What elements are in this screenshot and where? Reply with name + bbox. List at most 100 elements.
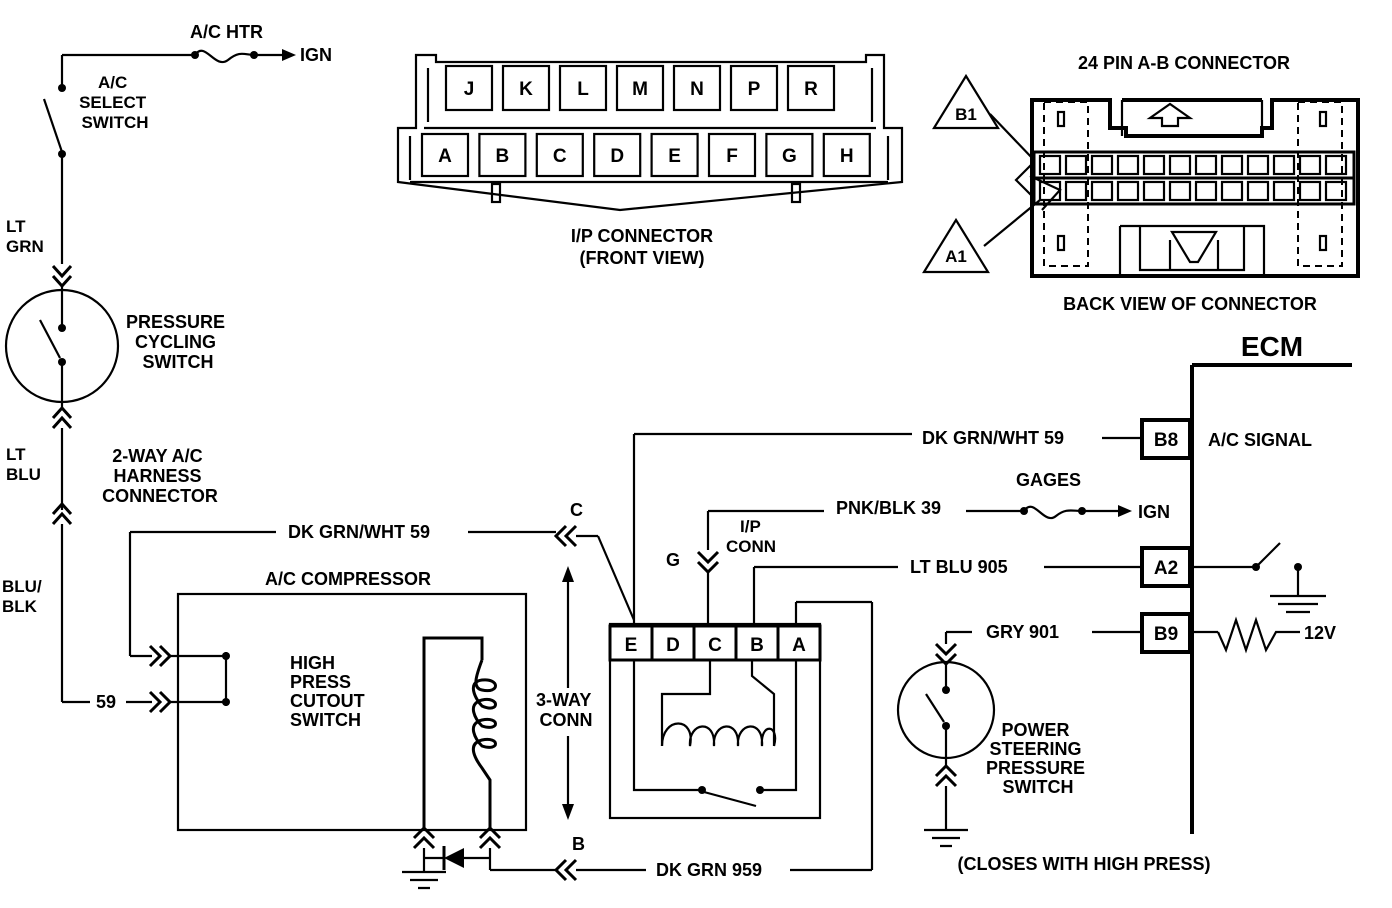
connector-chevron-icon	[478, 825, 502, 850]
ecm-a-c-signal-label: A/C SIGNAL	[1208, 430, 1312, 450]
ign-label-top: IGN	[300, 45, 332, 65]
three-way-connector: C 3-WAY CONN B DK GRN 959	[468, 500, 874, 882]
resistor-icon	[1216, 616, 1300, 654]
ip-pin-label: F	[726, 146, 738, 167]
ip-pin-c	[535, 132, 584, 178]
pressure-switch-contact-icon	[39, 319, 61, 359]
down-arrow-icon	[562, 804, 574, 820]
ac-compressor: A/C COMPRESSOR DK GRN/WHT 59 HIGH PRESS …	[128, 522, 556, 890]
ip-pin-b	[478, 132, 527, 178]
ab-pin-cell	[1168, 180, 1192, 202]
ab-pin-cell	[1142, 154, 1166, 176]
relay-pin-label: A	[792, 635, 806, 656]
ip-pin-k	[501, 64, 551, 112]
ip-pin-m	[615, 64, 665, 112]
wire-label-59: 59	[96, 692, 116, 712]
ground-icon	[402, 870, 446, 890]
ac-select-circuit: A/C HTR IGN A/C SELECT SWITCH LT GRN	[6, 22, 332, 264]
ab-pin-cell	[1090, 180, 1114, 202]
ign-label-gages: IGN	[1138, 502, 1170, 522]
ab-pin-cell	[1116, 154, 1140, 176]
ip-pin-r	[786, 64, 836, 112]
ip-pin-p	[729, 64, 779, 112]
wire-label-pnk-blk-39: PNK/BLK 39	[836, 498, 941, 518]
ab-pin-cell	[1064, 180, 1088, 202]
ab-pin-cell	[1298, 154, 1322, 176]
wire-label-blu-blk: BLU/ BLK	[2, 577, 46, 616]
wire-label-lt-grn: LT GRN	[6, 217, 44, 256]
ab-pin-cell	[1220, 154, 1244, 176]
up-arrow-icon	[1146, 102, 1194, 128]
wire-label-lt-blu: LT BLU	[6, 445, 41, 484]
ip-pin-label: D	[610, 146, 624, 167]
ab-pin-cell	[1194, 180, 1218, 202]
relay-pin-label: C	[708, 635, 722, 656]
compressor-wire-top-label: DK GRN/WHT 59	[288, 522, 430, 542]
ab-connector-caption: BACK VIEW OF CONNECTOR	[1063, 294, 1317, 314]
relay-pin-label: B	[750, 635, 764, 656]
ip-pin-g	[765, 132, 814, 178]
ip-pin-label: G	[782, 146, 797, 167]
connector-chevron-icon	[51, 405, 73, 430]
connector-chevron-icon	[412, 825, 436, 850]
ign-arrow-icon	[282, 49, 296, 61]
diode-icon	[444, 848, 464, 868]
connector-chevron-icon	[148, 690, 173, 714]
two-way-harness: LT BLU 2-WAY A/C HARNESS CONNECTOR BLU/ …	[2, 428, 218, 712]
three-way-label: 3-WAY CONN	[536, 690, 596, 730]
ab-pin-cell	[1220, 180, 1244, 202]
pin-b1-tag-icon	[932, 73, 1000, 130]
ps-switch-label: POWER STEERING PRESSURE SWITCH	[986, 720, 1090, 797]
tag-a1: A1	[945, 247, 967, 266]
pressure-cycling-switch: PRESSURE CYCLING SWITCH	[4, 264, 225, 430]
tag-b1: B1	[955, 105, 977, 124]
relay-pin-label: D	[666, 635, 680, 656]
relay-pin-label: E	[625, 635, 638, 656]
clutch-coil-icon	[471, 659, 497, 828]
compressor-title: A/C COMPRESSOR	[265, 569, 431, 589]
two-way-connector-label: 2-WAY A/C HARNESS CONNECTOR	[102, 446, 218, 506]
relay-ip-conn-label: I/P CONN	[726, 517, 776, 556]
ip-pin-label: M	[632, 79, 648, 100]
ip-pin-label: K	[519, 79, 533, 100]
ip-pin-label: H	[840, 146, 854, 167]
ab-pin-cell	[1142, 180, 1166, 202]
relay-pin-a	[776, 624, 822, 662]
relay-contact-icon	[703, 790, 757, 808]
ip-pin-label: C	[553, 146, 567, 167]
ab-pin-cell	[1272, 154, 1296, 176]
ground-icon	[1270, 594, 1326, 614]
ip-pin-label: J	[464, 79, 475, 100]
gages-fuse-icon	[1023, 505, 1083, 520]
ground-icon	[924, 828, 968, 848]
ab-pin-cell	[1324, 180, 1348, 202]
ip-pin-j	[444, 64, 494, 112]
ip-pin-e	[650, 132, 699, 178]
relay-coil-icon	[660, 722, 777, 747]
ab-pin-cell	[1194, 154, 1218, 176]
ecm-title: ECM	[1241, 331, 1303, 362]
ip-pin-label: N	[690, 79, 704, 100]
ab-pin-cell	[1324, 154, 1348, 176]
ab-pin-cell	[1298, 180, 1322, 202]
ip-pin-f	[707, 132, 757, 178]
relay-g-label: G	[666, 550, 680, 570]
ip-pin-h	[822, 132, 871, 178]
ab-pin-cell	[1064, 154, 1088, 176]
ip-pin-label: B	[496, 146, 510, 167]
ab-pin-cell	[1090, 154, 1114, 176]
power-steering-switch: POWER STEERING PRESSURE SWITCH (CLOSES W…	[896, 630, 1211, 874]
three-way-c-label: C	[570, 500, 583, 520]
ecm-pin-b8-label: B8	[1154, 430, 1178, 451]
up-arrow-icon	[562, 566, 574, 582]
ip-pin-label: E	[668, 146, 681, 167]
wire-label-dk-grn-wht-59-ecm: DK GRN/WHT 59	[922, 428, 1064, 448]
three-way-b-label: B	[572, 834, 585, 854]
ip-pin-a	[420, 132, 470, 178]
ecm-pin-b9-label: B9	[1154, 624, 1178, 645]
